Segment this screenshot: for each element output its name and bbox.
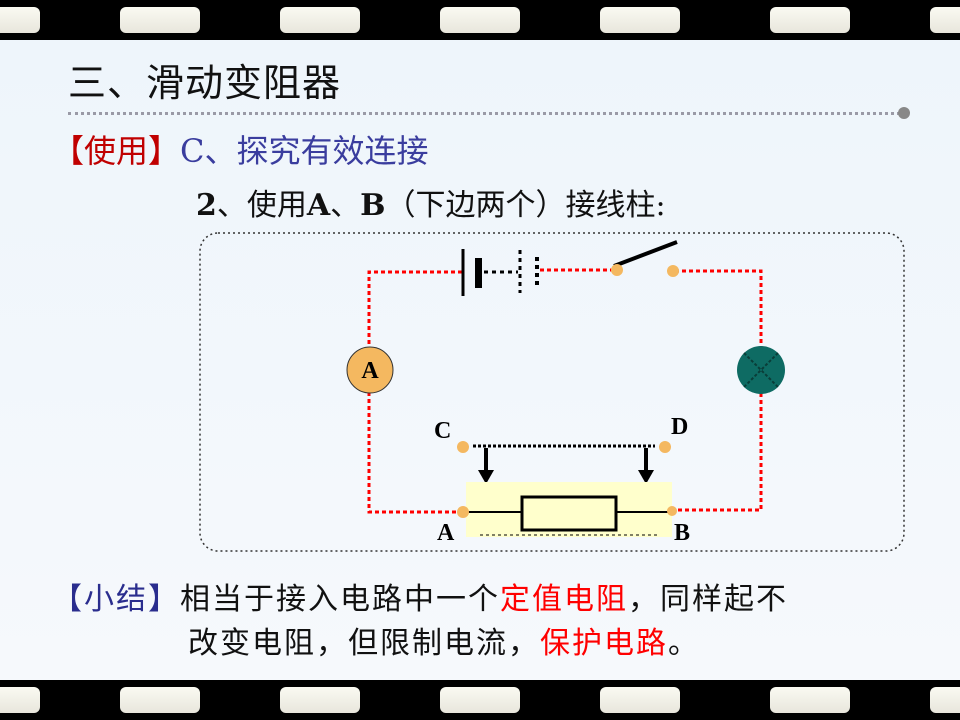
switch-icon [611,240,679,277]
usage-text: C、探究有效连接 [180,132,429,170]
terminal-a-label: A [437,520,455,546]
step-pre: 、使用 [216,188,307,223]
terminal-b-label: B [674,520,690,546]
summary-highlight-1: 定值电阻 [500,582,628,617]
slide-background [0,40,960,680]
usage-line: 【使用】C、探究有效连接 [52,126,429,172]
film-strip-bottom [0,680,960,720]
terminal-d-label: D [671,414,688,440]
diagram-frame [199,232,905,552]
summary-text-2: ，同样起不 [628,582,788,617]
summary-line-2: 改变电阻，但限制电流，保护电路。 [188,618,700,662]
summary-highlight-2: 保护电路 [540,626,668,661]
summary-text-4: 。 [668,626,700,661]
step-number: 2 [196,188,217,223]
summary-text-1: 相当于接入电路中一个 [180,582,500,617]
step-a: A [306,188,331,223]
wire-left-bottom [367,392,462,514]
wire-right-bottom [676,393,763,512]
terminal-d-dot [659,441,671,453]
summary-line-1: 【小结】相当于接入电路中一个定值电阻，同样起不 [52,574,788,618]
battery-icon [461,249,539,296]
terminal-a-dot [457,506,469,518]
film-strip-top [0,0,960,40]
red-wires [367,268,763,514]
terminal-c-label: C [434,418,451,444]
resistor-coil [520,495,618,532]
usage-label: 【使用】 [52,132,181,170]
step-sep: 、 [330,188,361,223]
summary-label: 【小结】 [52,582,180,617]
ammeter-icon: A [346,346,394,394]
step-post: （下边两个）接线柱: [385,188,666,223]
wire-top-right [675,269,763,347]
step-b: B [360,188,386,223]
lamp-icon [737,346,785,394]
page-title: 三、滑动变阻器 [68,61,342,105]
ammeter-label: A [361,358,379,384]
summary-text-3: 改变电阻，但限制电流， [188,626,540,661]
wire-top-left [367,270,462,348]
title-divider [68,112,900,115]
divider-dot [898,107,910,119]
step-line: 2、使用A、B（下边两个）接线柱: [196,180,666,224]
terminal-b-dot [667,506,677,516]
terminal-c-dot [457,441,469,453]
rheostat-icon [457,441,677,537]
